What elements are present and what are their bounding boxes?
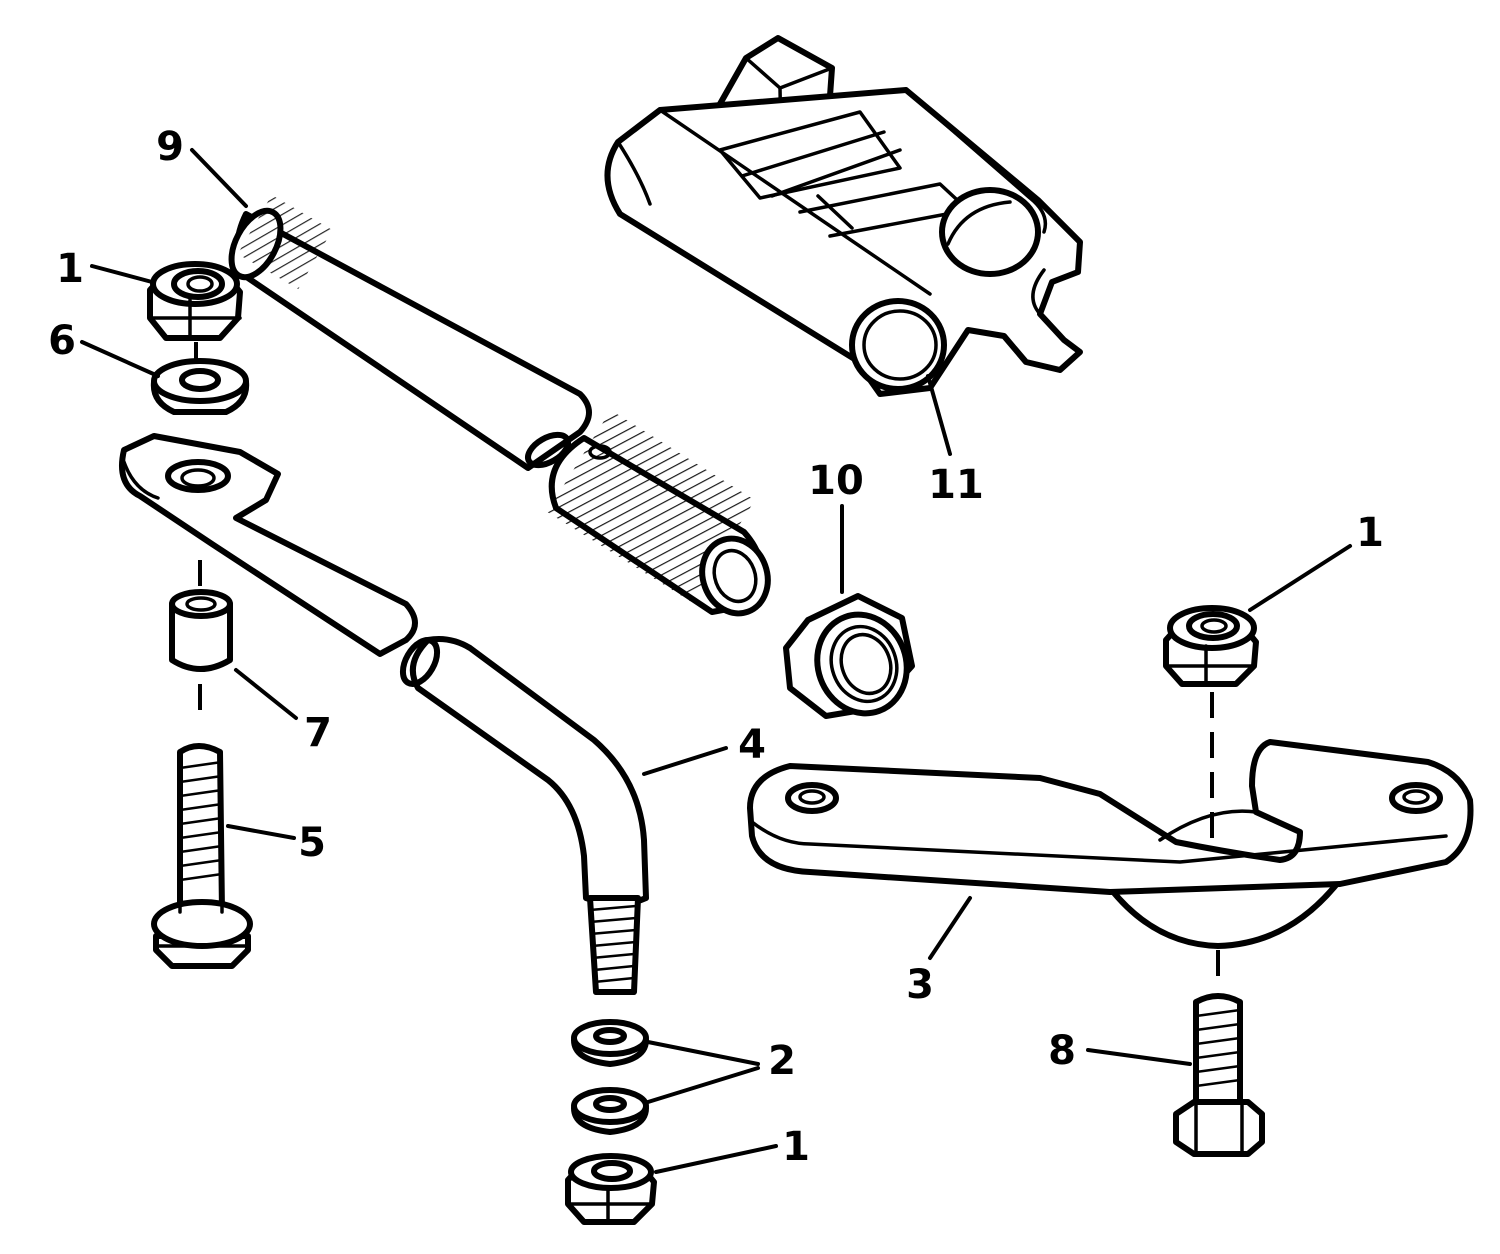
callout-7: 7 [304, 710, 332, 756]
callout-9: 9 [156, 124, 184, 170]
part-1-lock-nut-right [1163, 605, 1259, 850]
bolt-5-threads [179, 760, 223, 882]
callout-labels: 9 1 6 7 5 4 10 11 1 2 1 3 8 [48, 124, 1384, 1170]
stud-threads [589, 904, 637, 984]
part-3-steering-arm [747, 739, 1474, 982]
callout-2: 2 [768, 1038, 796, 1084]
callout-11: 11 [928, 462, 984, 508]
callout-4: 4 [738, 722, 766, 768]
part-6-washer [150, 342, 250, 415]
part-5-flange-bolt [151, 743, 253, 969]
callout-1-right: 1 [1356, 510, 1384, 556]
bolt-8-threads [1195, 1008, 1241, 1088]
part-7-spacer-sleeve [169, 560, 233, 718]
part-8-hex-bolt [1173, 993, 1265, 1157]
callout-6: 6 [48, 318, 76, 364]
part-4-tie-rod [119, 433, 649, 995]
part-1-lock-nut-bottom [565, 1153, 657, 1225]
part-10-jam-nut [783, 593, 915, 719]
callout-5: 5 [298, 820, 326, 866]
callout-1-upper-left: 1 [56, 246, 84, 292]
part-11-steering-bracket [604, 35, 1083, 397]
callout-10: 10 [808, 458, 864, 504]
callout-1-bottom: 1 [782, 1124, 810, 1170]
leader-lines [80, 148, 1352, 1174]
part-9-steering-tube [228, 195, 771, 617]
callout-3: 3 [906, 962, 934, 1008]
callout-8: 8 [1048, 1028, 1076, 1074]
part-1-lock-nut-upper-left [147, 261, 243, 341]
part-2-washers [571, 1019, 649, 1135]
